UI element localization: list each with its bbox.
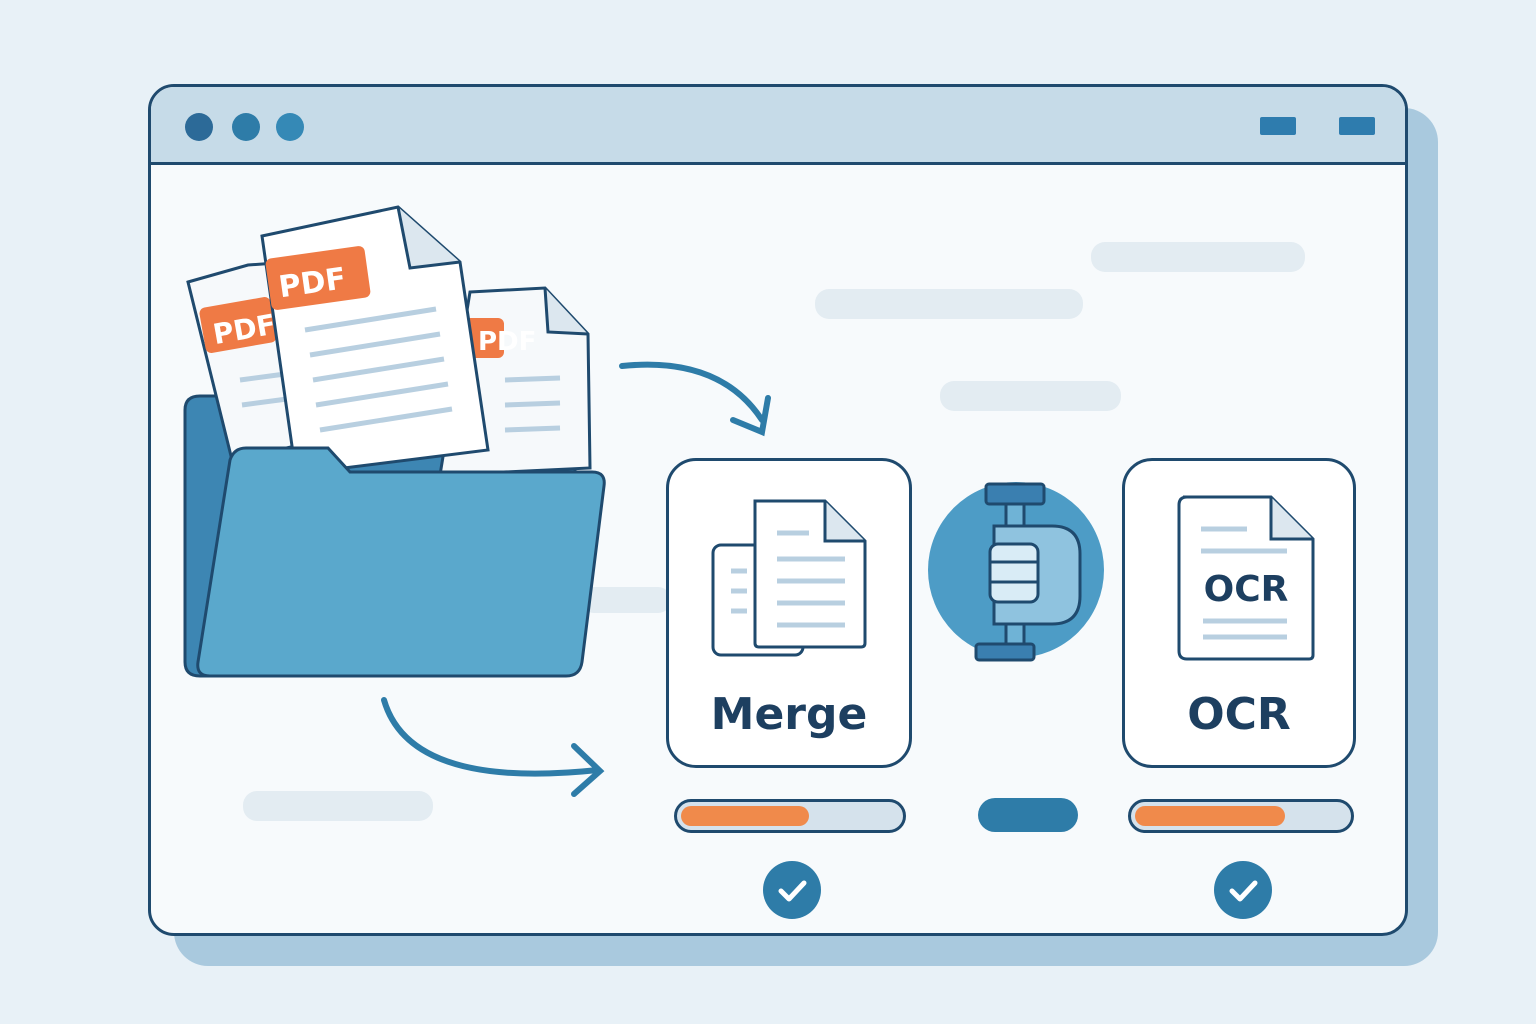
ocr-label: OCR [1187,689,1291,740]
ocr-card[interactable]: OCR OCR [1122,458,1356,768]
ocr-icon-text: OCR [1204,569,1289,610]
merge-progress-bar [674,799,906,833]
minimize-dot[interactable] [232,113,260,141]
title-bar [151,87,1405,165]
ocr-progress-bar [1128,799,1354,833]
maximize-dot[interactable] [276,113,304,141]
merge-done-check-icon [763,861,821,919]
pdf-badge: PDF [478,327,536,357]
merge-card[interactable]: Merge [666,458,912,768]
placeholder-line [815,289,1083,319]
placeholder-line [940,381,1121,411]
pdf-document-icon: PDF [260,205,490,476]
merge-progress-fill [681,806,809,826]
ocr-progress-fill [1135,806,1286,826]
arrow-to-merge-lower-icon [381,697,605,797]
arrow-to-merge-icon [619,361,771,437]
merge-documents-icon [711,499,867,657]
window-button-2[interactable] [1339,117,1375,135]
compress-tool[interactable] [928,482,1104,662]
compress-status-bar [978,798,1078,832]
placeholder-line [581,587,671,613]
window-button-1[interactable] [1260,117,1296,135]
clamp-icon [974,482,1082,662]
close-dot[interactable] [185,113,213,141]
ocr-done-check-icon [1214,861,1272,919]
ocr-document-icon: OCR [1177,495,1315,661]
placeholder-line [243,791,433,821]
merge-label: Merge [710,689,868,740]
placeholder-line [1091,242,1305,272]
folder-front [196,446,606,678]
